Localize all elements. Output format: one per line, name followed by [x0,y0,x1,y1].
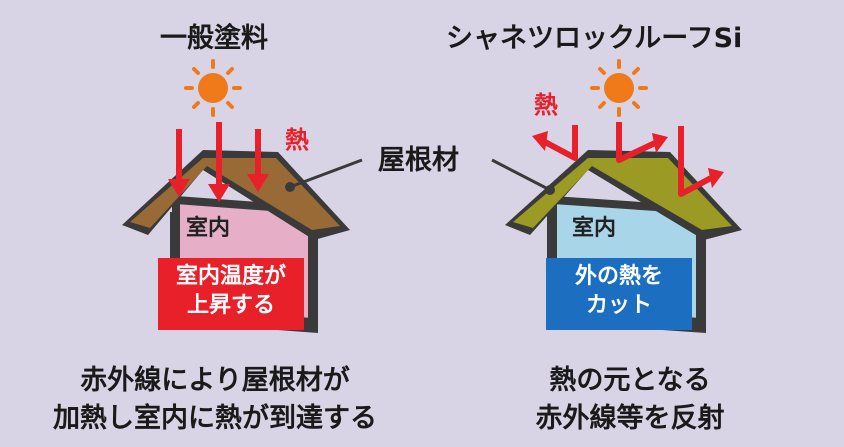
right-caption-line1: 熱の元となる [549,365,711,396]
right-panel-title: シャネツロックルーフSi [446,23,743,54]
left-caption-line1: 赤外線により屋根材が [80,365,350,396]
room-label-left: 室内 [186,216,231,241]
effect-box-left-line2: 上昇する [186,293,275,318]
effect-box-left: 室内温度が 上昇する [158,258,304,330]
left-caption: 赤外線により屋根材が 加熱し室内に熱が到達する [20,362,410,438]
effect-box-right-line2: カット [585,293,652,318]
room-label-right: 室内 [572,216,617,241]
effect-box-right: 外の熱を カット [546,258,692,330]
sun-icon-left [184,59,242,117]
reflected-arrows-right [532,122,724,197]
infrared-arrows-left [168,122,269,202]
heat-label-left: 熱 [285,126,309,154]
right-caption-line2: 赤外線等を反射 [535,403,725,434]
left-panel-title: 一般塗料 [160,23,268,54]
sun-icon-right [590,59,648,117]
heat-label-right: 熱 [534,91,558,119]
right-caption: 熱の元となる 赤外線等を反射 [440,362,820,438]
effect-box-left-line1: 室内温度が [175,264,286,289]
effect-box-right-line1: 外の熱を [574,264,663,289]
roof-leader-left [289,158,363,189]
left-caption-line2: 加熱し室内に熱が到達する [53,403,377,434]
roof-leader-right [491,158,551,192]
roof-material-label: 屋根材 [378,145,459,176]
